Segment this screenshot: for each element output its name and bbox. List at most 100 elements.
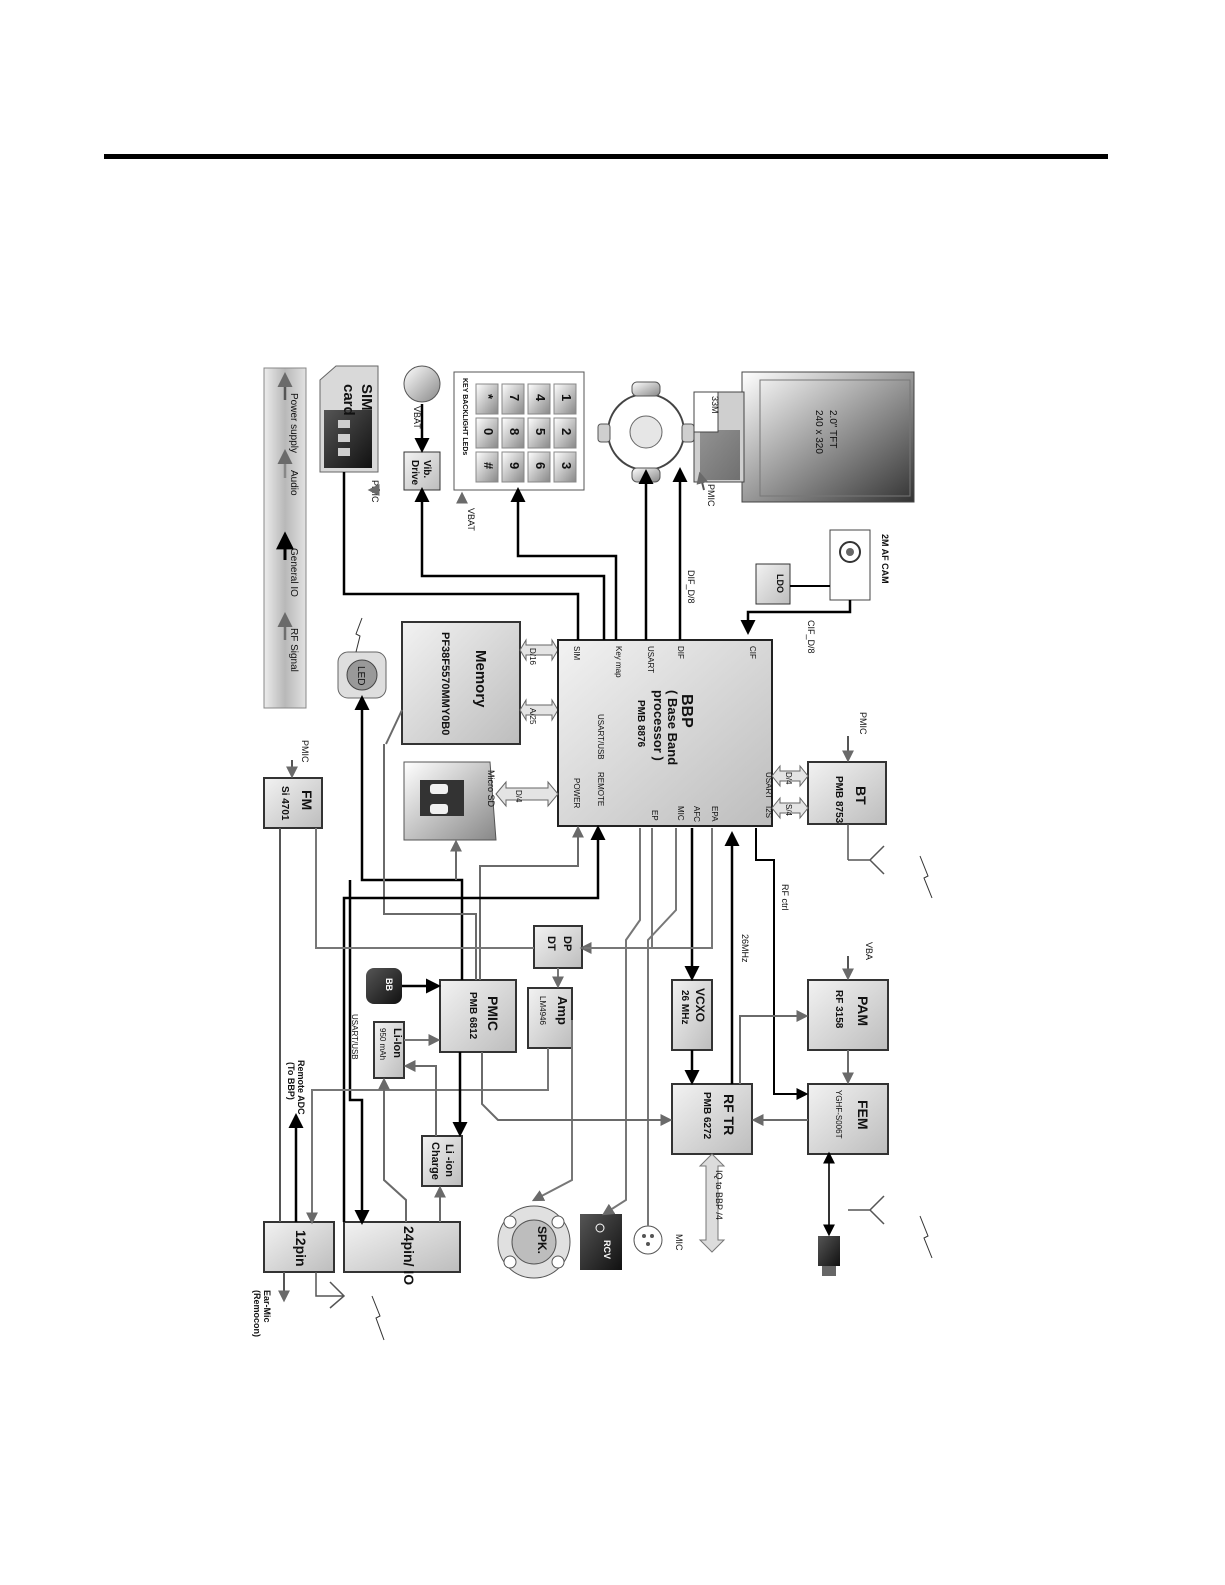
microsd-label: Micro SD [486,770,496,808]
keypad-key-label: 4 [533,394,548,402]
keypad-key [475,417,499,449]
fem: FEM YGHF-S006T [807,1083,889,1155]
bt-title: BT [853,786,869,805]
bt-part: PMB 8753 [833,776,844,824]
bus-a25: A/25 [528,708,537,725]
fem-part: YGHF-S006T [834,1090,843,1139]
pmic-part: PMB 6812 [467,992,478,1040]
fm-title: FM [299,790,315,810]
rf-tr: RF TR PMB 6272 [671,1083,753,1155]
amp-part: LM4946 [538,996,547,1025]
port-epa: EPA [710,806,719,822]
vba-label: VBA [864,942,874,960]
rftr-part: PMB 6272 [701,1092,712,1140]
bb-label: BB [384,978,394,991]
vib-label-2: Drive [409,460,420,485]
dpdt-l2: DT [545,936,557,951]
tft-label-1: 2.0" TFT [827,410,838,448]
remote-adc-l1: Remote ADC [296,1060,306,1115]
keypad-key [501,451,525,483]
iq-label: IQ to BBP /4 [714,1170,724,1220]
fm-part: Si 4701 [279,786,290,821]
bus-d4-sd: D/4 [514,790,523,803]
antenna-connector [818,1151,933,1276]
keypad-key-label: 0 [481,428,496,435]
port-cif: CIF [748,646,757,659]
iq-bus: IQ to BBP /4 [698,1153,726,1253]
vcxo: VCXO 26 MHz [671,979,713,1051]
keypad-key-label: 3 [559,462,574,469]
vcxo-l2: 26 MHz [679,990,690,1024]
port-usart: USART [646,646,655,673]
ear-mic-l1: Ear-Mic [262,1290,272,1323]
legend-power: Power supply [288,393,299,453]
keypad-key-label: 5 [533,428,548,435]
pmic: PMIC PMB 6812 [439,979,517,1053]
diagram-body: Power supply Audio General IO RF Signal … [252,365,933,1341]
bt: BT PMB 8753 D/4 S/4 PMIC [771,712,933,899]
amp: Amp LM4946 [527,968,573,1049]
mic-device-label: MIC [674,1234,684,1251]
fem-title: FEM [855,1100,871,1130]
sim-label-2: card [340,384,357,416]
sim-label-1: SIM [358,384,375,411]
keypad-key [553,383,577,415]
spk-label: SPK. [535,1226,549,1254]
legend-rf: RF Signal [288,628,299,672]
keypad-key [527,451,551,483]
pmic-label-tft: PMIC [706,484,716,507]
pam-part: RF 3158 [833,990,844,1029]
memory-title: Memory [472,650,489,708]
port-mic: MIC [676,806,685,821]
port-dif: DIF [676,646,685,659]
fm: FM Si 4701 PMIC [263,740,323,829]
rf-ctrl-label: RF ctrl [780,884,790,911]
sim-card: SIM card PMIC [319,365,380,503]
vbat-label-vib: VBAT [412,406,422,429]
led: LED [337,651,387,699]
dpdt-l1: DP [561,936,573,951]
usart-usb-line-label: USART/USB [350,1014,359,1060]
port-usart-usb: USART/USB [596,714,605,760]
port-i2s: I2S [764,806,773,818]
keypad-key [553,417,577,449]
keypad-key-label: 7 [507,394,522,401]
bus-d4-bt: D/4 [784,772,793,785]
li-ion-charger: Li -ion Charge [421,1135,463,1187]
vibrator: Vib. Drive VBAT [403,365,470,491]
legend-general: General IO [288,548,299,597]
wires [279,467,854,1226]
amp-title: Amp [555,996,570,1025]
vib-label-1: Vib. [421,460,432,478]
dpdt: DP DT [533,925,583,969]
legend-audio: Audio [288,470,299,496]
camera: 2M AF CAM LDO CIF_D/8 [740,529,890,654]
joystick [597,381,695,483]
keypad-key [553,451,577,483]
cif-d8-label: CIF_D/8 [806,620,816,654]
keypad-key [527,383,551,415]
port-usart2: USART [764,772,773,799]
pmic-label-fm: PMIC [300,740,310,763]
keypad-key-label: 9 [507,462,522,469]
bbp-part: PMB 8876 [635,700,646,748]
top-rule [104,154,1108,159]
pmic-title: PMIC [485,996,501,1031]
keypad-key [501,383,525,415]
port-remote: REMOTE [596,772,605,806]
rcv-label: RCV [602,1240,612,1259]
vbat-label-keypad: VBAT [466,508,476,531]
dif-d8-label: DIF_D/8 [686,570,696,604]
led-label: LED [355,666,366,685]
ear-mic-l2: (Remocon) [252,1290,262,1337]
port-keymap: Key map [614,646,623,678]
bbp-sub2: processor ) [651,690,666,761]
micro-sd: Micro SD D/4 [403,761,559,841]
port-afc: AFC [692,806,701,822]
pmic-label-sim: PMIC [370,480,380,503]
keypad-key-label: 2 [559,428,574,435]
pin24-label: 24pin/ IO [401,1226,417,1285]
li-ion-battery: Li-Ion 950 mAh USART/USB [350,1014,441,1079]
